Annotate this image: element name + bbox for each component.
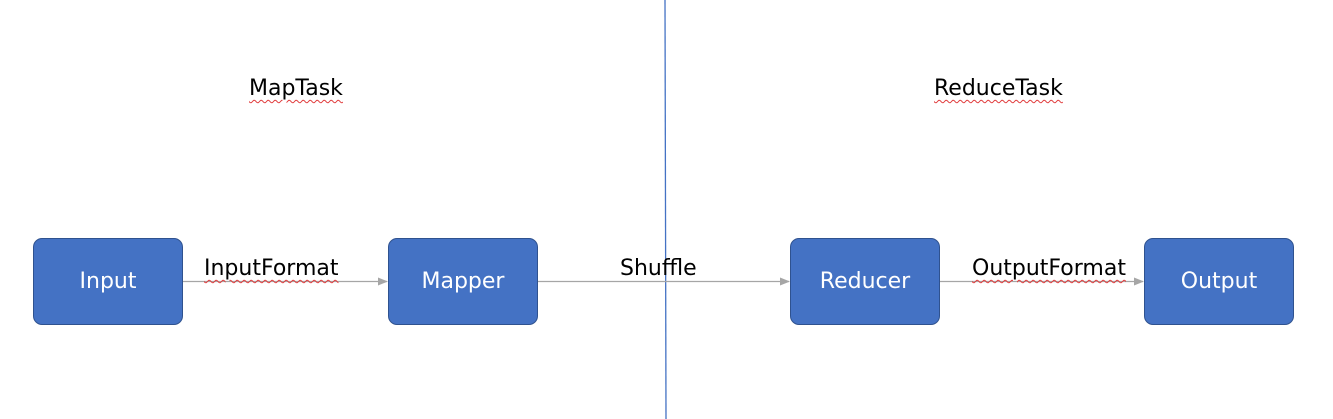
- reducer-node: Reducer: [790, 238, 940, 325]
- mapper-node: Mapper: [388, 238, 538, 325]
- shuffle-label: Shuffle: [620, 256, 697, 281]
- map-task-title: MapTask: [249, 76, 343, 101]
- input-node: Input: [33, 238, 183, 325]
- input-format-label: InputFormat: [204, 256, 339, 281]
- output-format-label: OutputFormat: [972, 256, 1126, 281]
- reduce-task-title: ReduceTask: [934, 76, 1063, 101]
- divider-line: [664, 0, 667, 419]
- output-node: Output: [1144, 238, 1294, 325]
